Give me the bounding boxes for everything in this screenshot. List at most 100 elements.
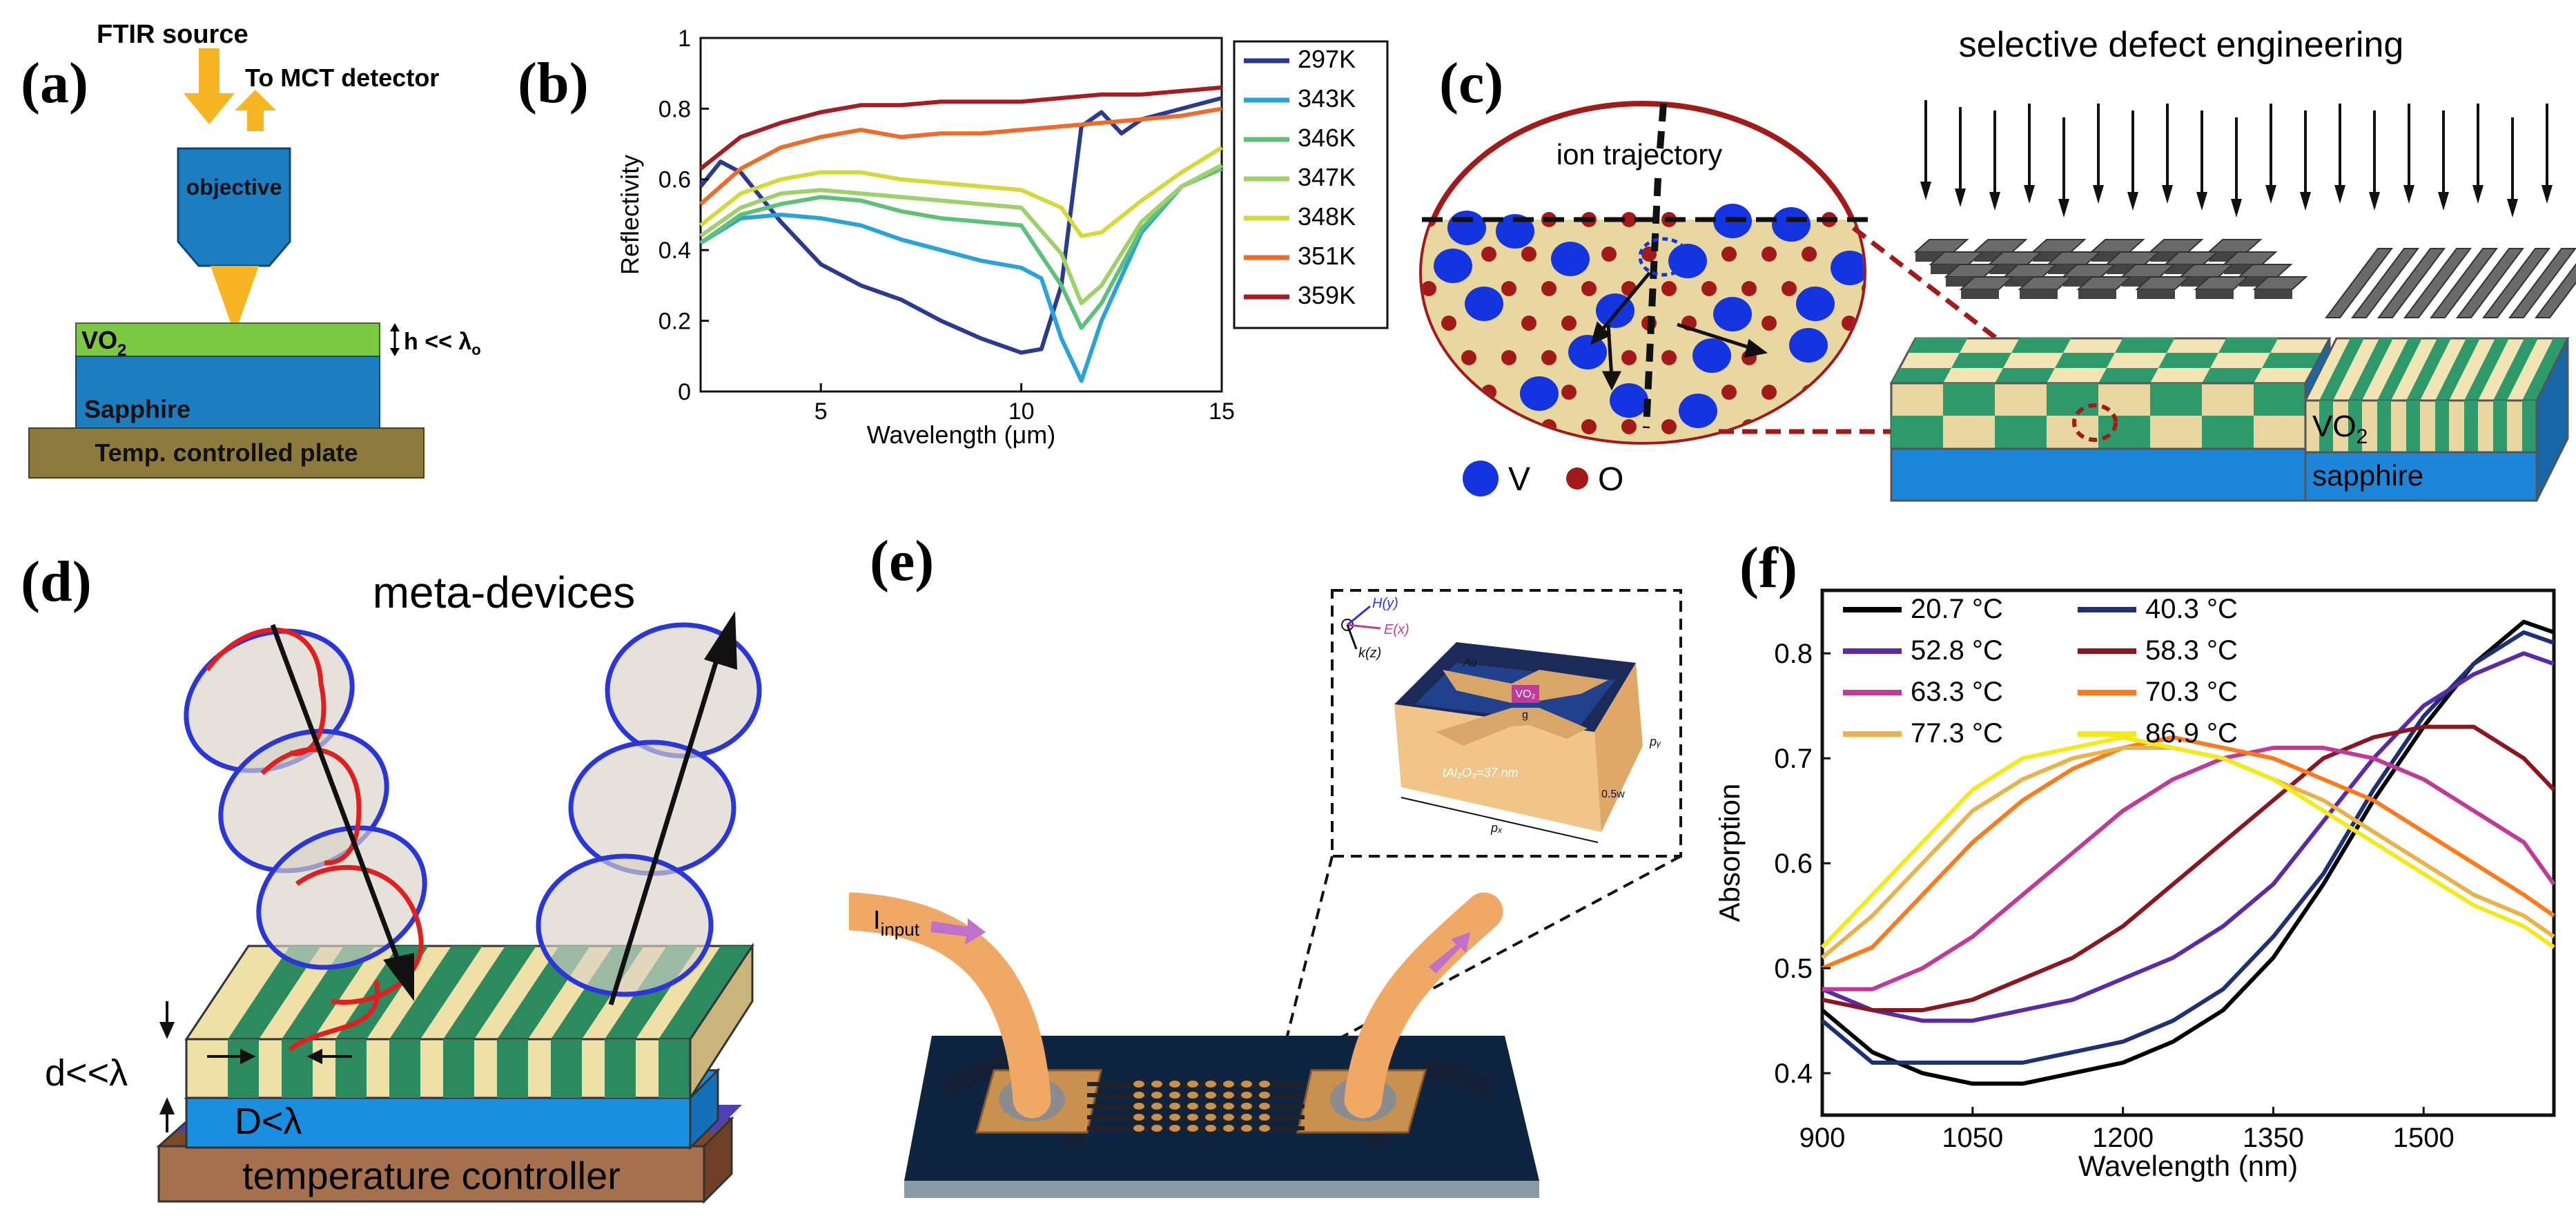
wire-node <box>1168 1079 1182 1089</box>
ion-path-top <box>1657 103 1667 149</box>
series-line-2 <box>1821 651 2555 1023</box>
grating-stripe <box>2522 338 2567 400</box>
controller-side <box>703 1116 733 1204</box>
inset-vo2-label: VO₂ <box>1515 688 1535 700</box>
series-line-5 <box>699 106 1222 206</box>
inset-gap-label: g <box>1522 709 1528 721</box>
oxygen-atom <box>1741 281 1757 296</box>
panel-d: (d) meta-devices temperature controller <box>21 550 762 1204</box>
y-tick-label: 0.8 <box>658 96 691 122</box>
inset-px-dimension <box>1401 797 1599 843</box>
blue-substrate <box>185 1096 692 1149</box>
mask-bar <box>2377 248 2446 318</box>
mask-block-side <box>2137 289 2175 299</box>
vanadium-atom <box>1679 394 1717 428</box>
wire-node <box>1204 1079 1218 1089</box>
oxygen-atom <box>1422 281 1436 296</box>
panel-c-label: (c) <box>1439 51 1503 115</box>
check-cell <box>1891 368 1951 383</box>
grating-stripe-front <box>2319 400 2333 452</box>
mask-block <box>2207 239 2263 253</box>
mask-block <box>2031 239 2087 253</box>
oxygen-atom <box>1661 350 1677 365</box>
check-cell-front <box>1995 416 2047 448</box>
oxygen-atom <box>1481 247 1496 262</box>
wire-node <box>1132 1112 1146 1122</box>
series-line-7 <box>1820 735 2555 949</box>
ion-arrow-head <box>2127 192 2138 211</box>
vanadium-atom <box>1434 249 1472 283</box>
grating-green-front <box>497 1039 528 1098</box>
wire-node <box>1150 1112 1164 1122</box>
grating-device <box>2303 337 2570 502</box>
implantation-masks <box>1913 239 2576 318</box>
vo2-film-label: VO2 <box>81 326 126 360</box>
panel-f-label: (f) <box>1739 536 1797 600</box>
check-cell-front <box>2047 383 2098 416</box>
wire-node <box>1186 1123 1200 1133</box>
oxygen-atom <box>1802 247 1817 262</box>
x-axis-label: Wavelength (nm) <box>2078 1150 2298 1182</box>
ion-arrow-head <box>2438 192 2449 211</box>
x-tick-label: 1050 <box>1942 1123 2003 1153</box>
check-cell-front <box>2202 416 2254 448</box>
oxygen-atom <box>1581 281 1597 296</box>
grating-green-stripe <box>282 946 375 1039</box>
vanadium-atom <box>1772 207 1811 242</box>
ion-arrow-head <box>2541 185 2553 204</box>
mask-block-side <box>1961 289 1999 299</box>
sapphire-label-c: sapphire <box>2312 459 2423 492</box>
y-axis-label: Reflectivity <box>616 155 644 275</box>
temperature-controller <box>157 1145 705 1203</box>
mask-block <box>2089 239 2145 253</box>
check-cell-front <box>2254 383 2305 416</box>
inset-w-label: 0.5w <box>1601 789 1625 800</box>
y-tick-label: 0.4 <box>658 238 691 264</box>
wire-node <box>1204 1101 1218 1111</box>
thickness-marker-bottom <box>390 348 400 356</box>
wire-node <box>1168 1090 1182 1100</box>
ion-arrow-head <box>2231 199 2242 218</box>
oxygen-atom <box>1461 419 1476 434</box>
wire-node <box>1240 1112 1253 1122</box>
wire-node <box>1186 1112 1200 1122</box>
vo2-film <box>75 322 380 357</box>
k-vector-label: k(z) <box>1358 646 1381 661</box>
grating-stripe <box>2493 338 2538 400</box>
wire-node <box>1150 1090 1164 1100</box>
thickness-markers <box>159 1001 352 1132</box>
panel-d-label: (d) <box>21 550 92 614</box>
zoom-connector-top <box>1851 226 2097 416</box>
ion-arrow-head <box>2472 185 2484 204</box>
ion-arrow-head <box>2507 199 2518 218</box>
legend-entry: 347K <box>1298 163 1356 191</box>
mask-block <box>1972 239 2028 253</box>
ion-beam-arrows <box>1920 100 2553 218</box>
oxygen-atom <box>1422 419 1436 434</box>
check-cell-front <box>1943 383 1995 416</box>
grating-green-front <box>605 1039 636 1098</box>
oxygen-legend-dot <box>1566 467 1588 490</box>
zoom-region-marker <box>2072 403 2118 442</box>
grating-stripe-front <box>2522 400 2536 452</box>
ion-arrow-head <box>2058 199 2069 218</box>
grating-stripe-front <box>2348 400 2362 452</box>
wire-node <box>1150 1123 1164 1133</box>
oxygen-atom <box>1461 350 1476 365</box>
x-tick-label: 1500 <box>2393 1123 2455 1153</box>
inset-px-label: pₓ <box>1490 821 1503 835</box>
mask-block-side <box>2078 289 2116 299</box>
x-tick-label: 10 <box>1008 398 1035 425</box>
oxygen-atom <box>1441 385 1456 400</box>
x-tick-label: 15 <box>1209 398 1235 425</box>
vanadium-atom <box>1568 335 1607 369</box>
legend-entry: 63.3 °C <box>1911 677 2003 707</box>
wire-node <box>1222 1101 1236 1111</box>
wire-node <box>1204 1112 1218 1122</box>
mask-bar <box>2325 248 2393 318</box>
vanadium-atom <box>1465 287 1503 321</box>
oxygen-atom <box>1422 350 1436 365</box>
check-cell <box>2158 353 2218 368</box>
ion-arrow-head <box>2196 192 2207 211</box>
